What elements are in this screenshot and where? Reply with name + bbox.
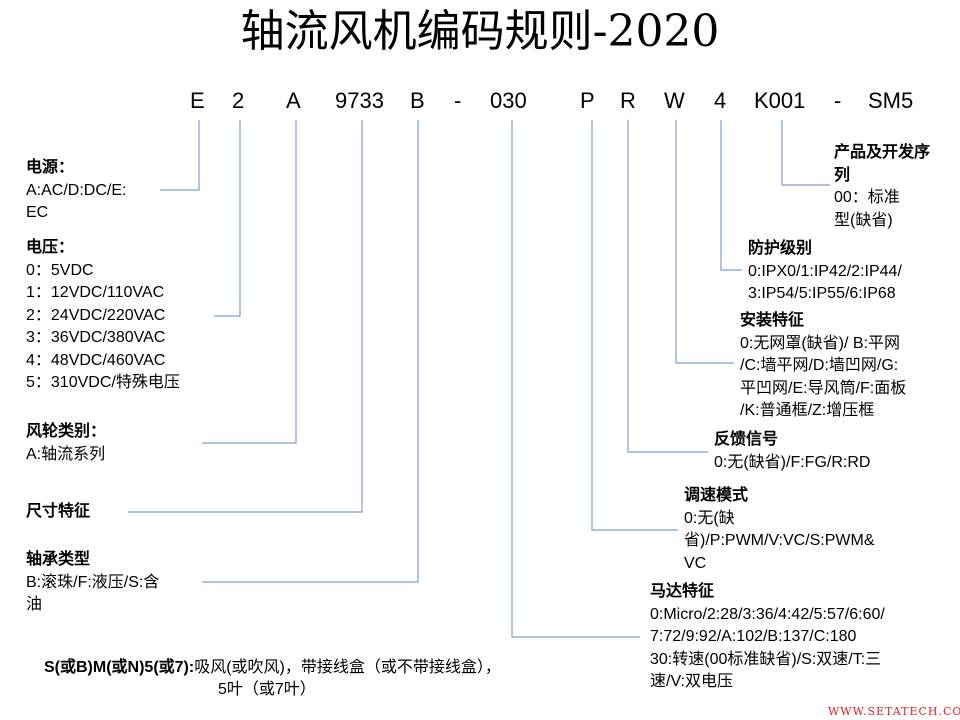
power-line: A:AC/D:DC/E: [26,181,127,199]
voltage-line: 1：12VDC/110VAC [26,284,165,301]
footer-desc-2: 5叶（或7叶） [218,681,316,698]
connector-protection [720,120,742,271]
install-block: 安装特征 0:无网罩(缺省)/ B:平网 /C:墙平网/D:墙凹网/G: 平凹网… [740,310,906,423]
bearing-line: 油 [26,596,43,613]
watermark: WWW.SETATECH.COM [828,705,960,718]
connector-power [160,120,200,191]
product-line: 00：标准 [834,189,900,206]
voltage-line: 4：48VDC/460VAC [26,351,166,369]
code-speed-mode: P [580,88,595,113]
install-line: /C:墙平网/D:墙凹网/G: [740,357,899,374]
bearing-label: 轴承类型 [26,551,91,568]
impeller-block: 风轮类别： A:轴流系列 [26,421,106,466]
motor-line: 0:Micro/2:28/3:36/4:42/5:57/6:60/ [650,605,885,623]
footer-structure-note: S(或B)M(或N)5(或7):吸风(或吹风)，带接线盒（或不带接线盒）， [44,657,501,679]
motor-label: 马达特征 [650,583,715,600]
code-product: K001 [754,88,806,113]
protection-block: 防护级别 0:IPX0/1:IP42/2:IP44/ 3:IP54/5:IP55… [748,238,902,306]
impeller-label: 风轮类别： [26,423,107,440]
install-label: 安装特征 [740,312,805,329]
connector-motor [511,120,640,638]
install-line: /K:普通框/Z:增压框 [740,402,875,419]
product-label: 产品及开发序列 [834,144,931,184]
voltage-line: 2：24VDC/220VAC [26,306,166,324]
voltage-line: 3：36VDC/380VAC [26,329,166,346]
code-impeller: A [286,88,301,113]
protection-line: 0:IPX0/1:IP42/2:IP44/ [748,262,902,280]
motor-line: 30:转速(00标准缺省)/S:双速/T:三 [650,650,882,668]
code-install: W [664,88,685,113]
feedback-line: 0:无(缺省)/F:FG/R:RD [714,453,871,471]
code-dash-1: - [454,88,462,113]
voltage-line: 5：310VDC/特殊电压 [26,374,180,391]
motor-block: 马达特征 0:Micro/2:28/3:36/4:42/5:57/6:60/ 7… [650,581,885,694]
product-block: 产品及开发序列 00：标准 型(缺省) [834,142,930,232]
footer-desc-1: 吸风(或吹风)，带接线盒（或不带接线盒）， [194,659,501,676]
size-label: 尺寸特征 [26,503,91,520]
voltage-line: 0：5VDC [26,261,94,279]
connector-size [128,120,363,513]
speed-mode-label: 调速模式 [684,487,749,504]
voltage-block: 电压： 0：5VDC 1：12VDC/110VAC 2：24VDC/220VAC… [26,237,180,395]
speed-mode-line: 省)/P:PWM/V:VC/S:PWM& [684,532,875,549]
install-line: 平凹网/E:导风筒/F:面板 [740,379,907,397]
page-title: 轴流风机编码规则-2020 [240,6,720,57]
protection-line: 3:IP54/5:IP55/6:IP68 [748,285,896,302]
connector-impeller [202,120,297,444]
code-motor: 030 [490,88,527,113]
bearing-block: 轴承类型 B:滚珠/F:液压/S:含 油 [26,549,159,617]
impeller-line: A:轴流系列 [26,445,106,463]
feedback-label: 反馈信号 [714,431,779,448]
voltage-label: 电压： [26,239,75,256]
connector-install [675,120,734,364]
speed-mode-line: VC [684,554,707,572]
footer-code: S(或B)M(或N)5(或7): [44,659,195,676]
code-structure: SM5 [868,88,914,113]
code-power: E [190,88,205,113]
speed-mode-line: 0:无(缺 [684,509,735,527]
connector-feedback [627,120,708,453]
bearing-line: B:滚珠/F:液压/S:含 [26,573,160,591]
connector-speed-mode [591,120,678,531]
install-line: 0:无网罩(缺省)/ B:平网 [740,334,901,352]
connector-product [781,120,830,186]
connector-voltage [214,120,241,317]
code-dash-2: - [834,88,842,113]
motor-line: 7:72/9:92/A:102/B:137/C:180 [650,628,857,645]
speed-mode-block: 调速模式 0:无(缺 省)/P:PWM/V:VC/S:PWM& VC [684,485,875,575]
code-bearing: B [410,88,425,113]
power-block: 电源： A:AC/D:DC/E: EC [26,157,166,225]
product-line: 型(缺省) [834,211,893,229]
feedback-block: 反馈信号 0:无(缺省)/F:FG/R:RD [714,429,870,474]
code-size: 9733 [335,88,384,113]
code-protection: 4 [714,88,727,113]
size-block: 尺寸特征 [26,501,90,524]
protection-label: 防护级别 [748,240,813,257]
connector-bearing [202,120,419,583]
code-feedback: R [620,88,636,113]
motor-line: 速/V:双电压 [650,673,733,690]
power-label: 电源： [26,159,75,176]
power-line: EC [26,204,49,221]
code-voltage: 2 [232,88,245,113]
